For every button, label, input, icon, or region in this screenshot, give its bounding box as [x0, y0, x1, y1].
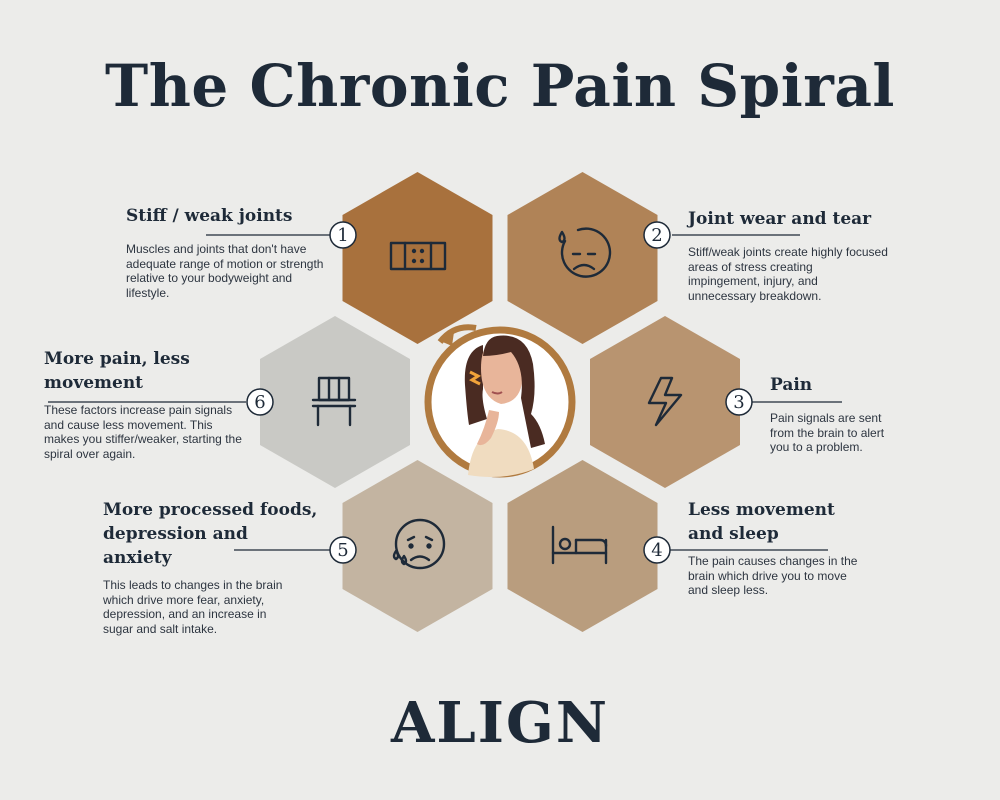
step-3-heading: Pain — [770, 375, 813, 395]
hexagon-step-6 — [260, 316, 410, 488]
step-3-block: Pain Pain signals are sent from the brai… — [770, 373, 900, 455]
step-2-heading: Joint wear and tear — [688, 209, 872, 229]
brand-logo-text: ALIGN — [390, 690, 610, 756]
step-6-number: 6 — [254, 392, 265, 413]
bandage-icon — [389, 241, 447, 271]
step-5-description: This leads to changes in the brain which… — [103, 578, 283, 636]
step-3-number: 3 — [733, 392, 744, 413]
step-6-description: These factors increase pain signals and … — [44, 403, 242, 461]
step-6-heading: More pain, less movement — [44, 349, 190, 393]
center-illustration — [424, 324, 576, 478]
step-2-description: Stiff/weak joints create highly focused … — [688, 245, 888, 303]
hexagon-step-4 — [507, 460, 658, 632]
step-5-heading: More processed foods, depression and anx… — [103, 500, 318, 568]
lightning-bolt-icon — [647, 376, 683, 427]
step-1-heading: Stiff / weak joints — [126, 206, 293, 226]
hexagon-step-1 — [342, 172, 493, 344]
step-1-description: Muscles and joints that don't have adequ… — [126, 242, 324, 300]
step-2-block: Joint wear and tear Stiff/weak joints cr… — [688, 207, 888, 303]
step-number-badges: 1 2 3 4 5 6 — [246, 221, 753, 564]
page-title: The Chronic Pain Spiral — [105, 52, 895, 120]
step-5-number: 5 — [337, 540, 348, 561]
chair-icon — [311, 376, 357, 427]
connector-lines — [48, 234, 842, 551]
step-2-number: 2 — [651, 225, 662, 246]
step-4-description: The pain causes changes in the brain whi… — [688, 554, 858, 597]
step-4-heading: Less movement and sleep — [688, 500, 835, 544]
step-4-number: 4 — [651, 540, 662, 561]
step-4-block: Less movement and sleep The pain causes … — [688, 498, 868, 598]
crying-face-icon — [392, 518, 446, 570]
hexagon-step-2 — [507, 172, 658, 344]
hexagon-step-5 — [342, 460, 493, 632]
step-5-block: More processed foods, depression and anx… — [103, 498, 318, 636]
step-1-number: 1 — [337, 225, 348, 246]
step-6-block: More pain, less movement These factors i… — [44, 347, 249, 461]
bed-icon — [551, 525, 608, 565]
sad-face-sweat-icon — [558, 227, 612, 278]
step-1-block: Stiff / weak joints Muscles and joints t… — [126, 204, 326, 300]
step-3-description: Pain signals are sent from the brain to … — [770, 411, 885, 454]
